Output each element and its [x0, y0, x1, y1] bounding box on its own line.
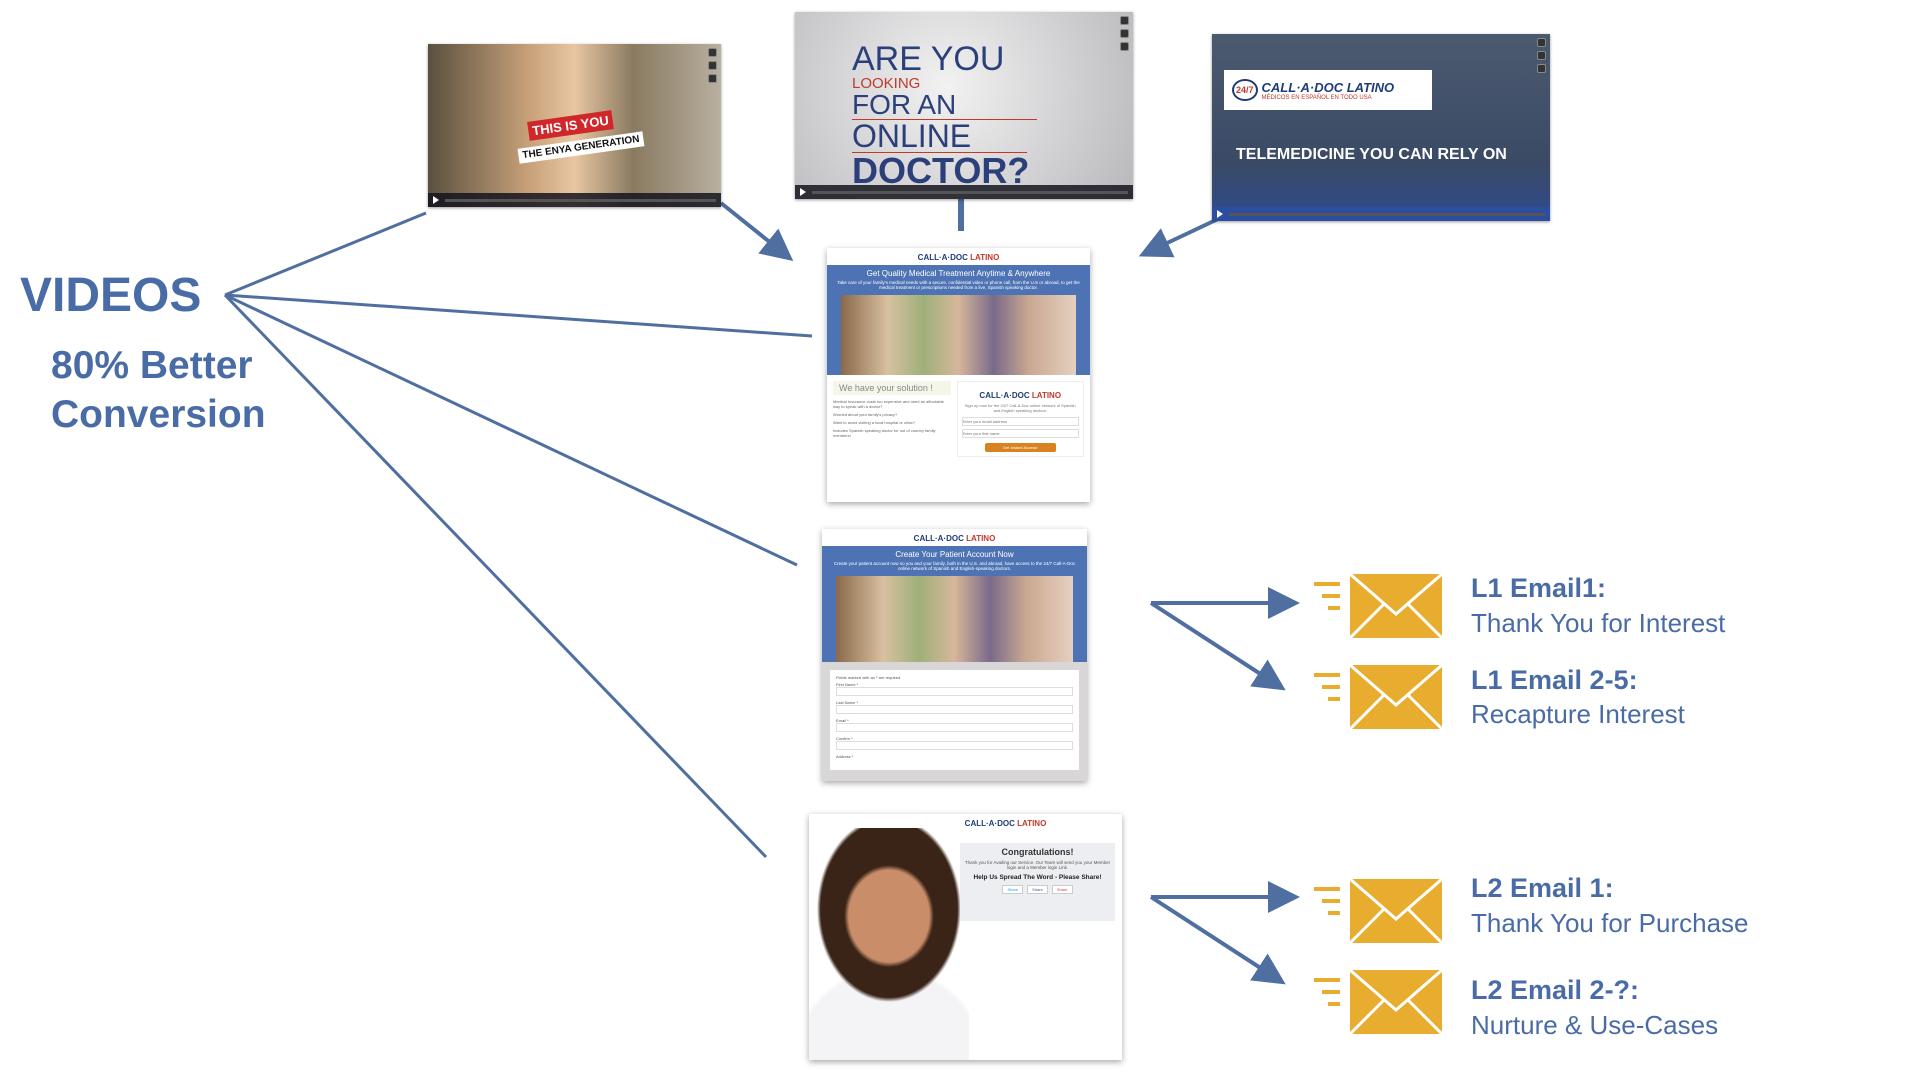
videos-title: VIDEOS	[20, 269, 202, 322]
email-input[interactable]	[836, 723, 1073, 732]
line-to-landing2	[224, 293, 798, 567]
play-icon[interactable]	[433, 196, 439, 204]
name-input[interactable]	[961, 429, 1079, 438]
email-subtitle-1: Thank You for Interest	[1471, 608, 1726, 638]
congrats-text: Thank you for Availing our Service. Our …	[964, 860, 1111, 870]
family-photos	[836, 576, 1073, 662]
last-name-input[interactable]	[836, 705, 1073, 714]
video-side-icons	[1537, 38, 1546, 73]
envelope-icon	[1314, 665, 1442, 729]
brand-logo: CALL·A·DOC LATINO	[917, 253, 1000, 262]
arrow-video3	[1138, 217, 1219, 258]
doctor-photo	[809, 828, 969, 1060]
email-subtitle-3: Thank You for Purchase	[1471, 908, 1749, 938]
video-controls[interactable]	[1212, 207, 1550, 221]
landing2-heading: Create Your Patient Account Now	[895, 550, 1014, 559]
video2-line4: ONLINE	[852, 120, 1027, 153]
video2-line3: FOR AN	[852, 91, 1037, 120]
line-to-landing3	[223, 293, 768, 859]
video-thumbnail-3[interactable]: 24/7 CALL·A·DOC LATINO MÉDICOS EN ESPAÑO…	[1212, 34, 1550, 221]
landing1-heading: Get Quality Medical Treatment Anytime & …	[866, 269, 1051, 278]
email-subtitle-2: Recapture Interest	[1471, 699, 1685, 729]
email-title-3: L2 Email 1:	[1471, 873, 1614, 903]
brand-logo: CALL·A·DOC LATINO	[979, 391, 1062, 400]
landing1-signup: Sign up now for the 24/7 Call-A-Doc onli…	[964, 403, 1076, 413]
logo-subtext: MÉDICOS EN ESPAÑOL EN TODO USA	[1261, 94, 1372, 101]
form-required-note: Fields marked with an * are required	[836, 675, 901, 680]
patient-form: Fields marked with an * are required Fir…	[830, 670, 1079, 770]
email-subtitle-4: Nurture & Use-Cases	[1471, 1010, 1719, 1040]
logo-text: CALL·A·DOC LATINO	[1261, 79, 1395, 95]
video2-line1: ARE YOU	[852, 40, 1005, 78]
field-label: Last Name *	[836, 700, 859, 705]
bullet: Worried about your family's privacy?	[833, 412, 898, 417]
play-icon[interactable]	[1217, 210, 1223, 218]
congrats-box: Congratulations! Thank you for Availing …	[960, 843, 1115, 921]
video-side-icons	[708, 48, 717, 83]
family-photos	[841, 295, 1076, 375]
field-label: Confirm *	[836, 736, 853, 741]
video2-line5: DOCTOR?	[852, 150, 1030, 191]
email-input[interactable]	[961, 417, 1079, 426]
logo-badge: 24/7	[1232, 79, 1258, 101]
field-label: First Name *	[836, 682, 859, 687]
email-title-1: L1 Email1:	[1471, 573, 1607, 603]
confirm-input[interactable]	[836, 741, 1073, 750]
conversion-line2: Conversion	[51, 393, 266, 436]
video2-line2: LOOKING	[852, 75, 921, 92]
line-to-video	[224, 211, 427, 297]
video-controls[interactable]	[428, 193, 721, 207]
landing2-hero: Create Your Patient Account Now Create y…	[822, 546, 1087, 662]
envelope-icon	[1314, 879, 1442, 943]
congrats-heading: Congratulations!	[1001, 847, 1074, 857]
arrow-video1	[719, 201, 794, 262]
arrow-email4	[1149, 895, 1286, 985]
brand-logo: CALL·A·DOC LATINO	[822, 529, 1087, 546]
video-thumbnail-2[interactable]: ARE YOU LOOKING FOR AN ONLINE DOCTOR?	[795, 12, 1133, 199]
bullet: Includes Spanish speaking doctor for out…	[833, 428, 936, 438]
email-title-2: L1 Email 2-5:	[1471, 665, 1638, 695]
field-label: Email *	[836, 718, 849, 723]
google-share-button[interactable]: Share	[1051, 885, 1073, 894]
landing2-text: Create your patient account now so you a…	[833, 561, 1076, 571]
email-title-4: L2 Email 2-?:	[1471, 975, 1640, 1005]
twitter-share-button[interactable]: Share	[1002, 885, 1024, 894]
brand-logo: CALL·A·DOC LATINO	[964, 819, 1047, 828]
landing-page-2: CALL·A·DOC LATINO Create Your Patient Ac…	[822, 529, 1087, 781]
play-icon[interactable]	[800, 188, 806, 196]
conversion-line1: 80% Better	[51, 344, 253, 387]
landing1-hero: Get Quality Medical Treatment Anytime & …	[827, 265, 1090, 375]
bullet: Medical Insurance costs too expensive an…	[833, 399, 944, 409]
brand-logo: 24/7 CALL·A·DOC LATINO MÉDICOS EN ESPAÑO…	[1224, 70, 1432, 110]
facebook-share-button[interactable]: Share	[1027, 885, 1048, 894]
video-thumbnail-1[interactable]: THIS IS YOU THE ENYA GENERATION	[428, 44, 721, 207]
landing-page-3: CALL·A·DOC LATINO Congratulations! Thank…	[809, 814, 1122, 1060]
get-access-button[interactable]: Get Instant Access!	[985, 443, 1056, 452]
landing1-text: Take care of your family's medical needs…	[837, 280, 1080, 290]
video3-tagline: TELEMEDICINE YOU CAN RELY ON	[1236, 146, 1507, 163]
landing1-solution: We have your solution !	[833, 381, 951, 395]
bullet: Want to avoid visiting a local hospital …	[833, 420, 916, 425]
video-controls[interactable]	[795, 185, 1133, 199]
envelope-icon	[1314, 574, 1442, 638]
share-heading: Help Us Spread The Word - Please Share!	[973, 874, 1102, 881]
envelope-icon	[1314, 970, 1442, 1034]
first-name-input[interactable]	[836, 687, 1073, 696]
arrow-email2	[1149, 601, 1286, 691]
video-side-icons	[1120, 16, 1129, 51]
landing-page-1: CALL·A·DOC LATINO Get Quality Medical Tr…	[827, 248, 1090, 502]
field-label: Address *	[836, 754, 854, 759]
line-to-landing1	[224, 293, 813, 338]
